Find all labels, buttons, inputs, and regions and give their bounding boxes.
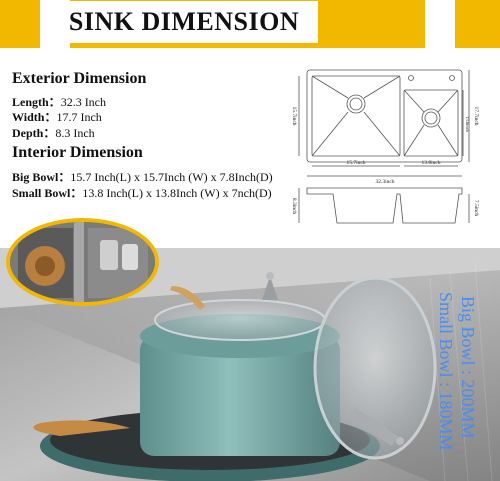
exterior-length-row: Length：32.3 Inch — [12, 93, 106, 110]
right-height-label-1: 17.7inch — [473, 106, 479, 125]
sink-outline-top-view — [306, 69, 463, 163]
small-bowl-depth-label: Small Bowl : 180MM — [436, 292, 456, 451]
right-height-label-2: 13.8inch — [465, 116, 470, 132]
faucet-hole-icon — [408, 75, 414, 81]
small-bowl-outline — [403, 89, 459, 157]
interior-small-row: Small Bowl：13.8 Inch(L) x 13.8Inch (W) x… — [12, 184, 272, 201]
banner-title-box: SINK DIMENSION — [52, 3, 316, 41]
side-left-depth-label: 8.3inch — [291, 198, 297, 215]
depth-label: Depth： — [12, 126, 56, 140]
sink-outline-side-view — [306, 187, 463, 224]
exterior-depth-row: Depth：8.3 Inch — [12, 124, 95, 141]
big-bowl-depth-label: Big Bowl : 200MM — [458, 296, 478, 439]
exterior-heading: Exterior Dimension — [12, 70, 147, 87]
length-value: 32.3 Inch — [60, 95, 107, 109]
big-bowl-drain-icon — [346, 94, 366, 114]
total-width-label: 32.3inch — [375, 179, 394, 185]
page-title: SINK DIMENSION — [68, 7, 300, 36]
left-height-label: 15.7inch — [291, 106, 297, 125]
sink-dimension-diagram: 15.7inch 17.7inch 13.8inch 15.7inch 13.8… — [291, 69, 479, 224]
big-bowl-value: 15.7 Inch(L) x 15.7Inch (W) x 7.8Inch(D) — [70, 170, 273, 184]
bowl-closeup-illustration — [10, 222, 155, 302]
side-right-depth-label: 7.5inch — [473, 200, 479, 217]
interior-big-row: Big Bowl：15.7 Inch(L) x 15.7Inch (W) x 7… — [12, 168, 273, 185]
interior-heading: Interior Dimension — [12, 144, 143, 161]
width-value: 17.7 Inch — [56, 110, 102, 124]
width-label: Width： — [12, 110, 57, 124]
exterior-width-row: Width：17.7 Inch — [12, 108, 102, 125]
big-width-label: 15.7inch — [346, 160, 365, 166]
small-bowl-label: Small Bowl： — [12, 186, 83, 200]
big-bowl-outline — [311, 75, 401, 157]
depth-value: 8.3 Inch — [55, 126, 95, 140]
bowl-closeup-photo — [6, 218, 159, 306]
small-bowl-drain-icon — [421, 108, 441, 128]
faucet-hole-icon — [449, 75, 455, 81]
length-label: Length： — [12, 95, 61, 109]
title-banner: SINK DIMENSION — [0, 0, 500, 48]
small-bowl-value: 13.8 Inch(L) x 13.8Inch (W) x 7nch(D) — [82, 186, 272, 200]
big-bowl-label: Big Bowl： — [12, 170, 71, 184]
small-width-label: 13.8inch — [421, 160, 440, 166]
